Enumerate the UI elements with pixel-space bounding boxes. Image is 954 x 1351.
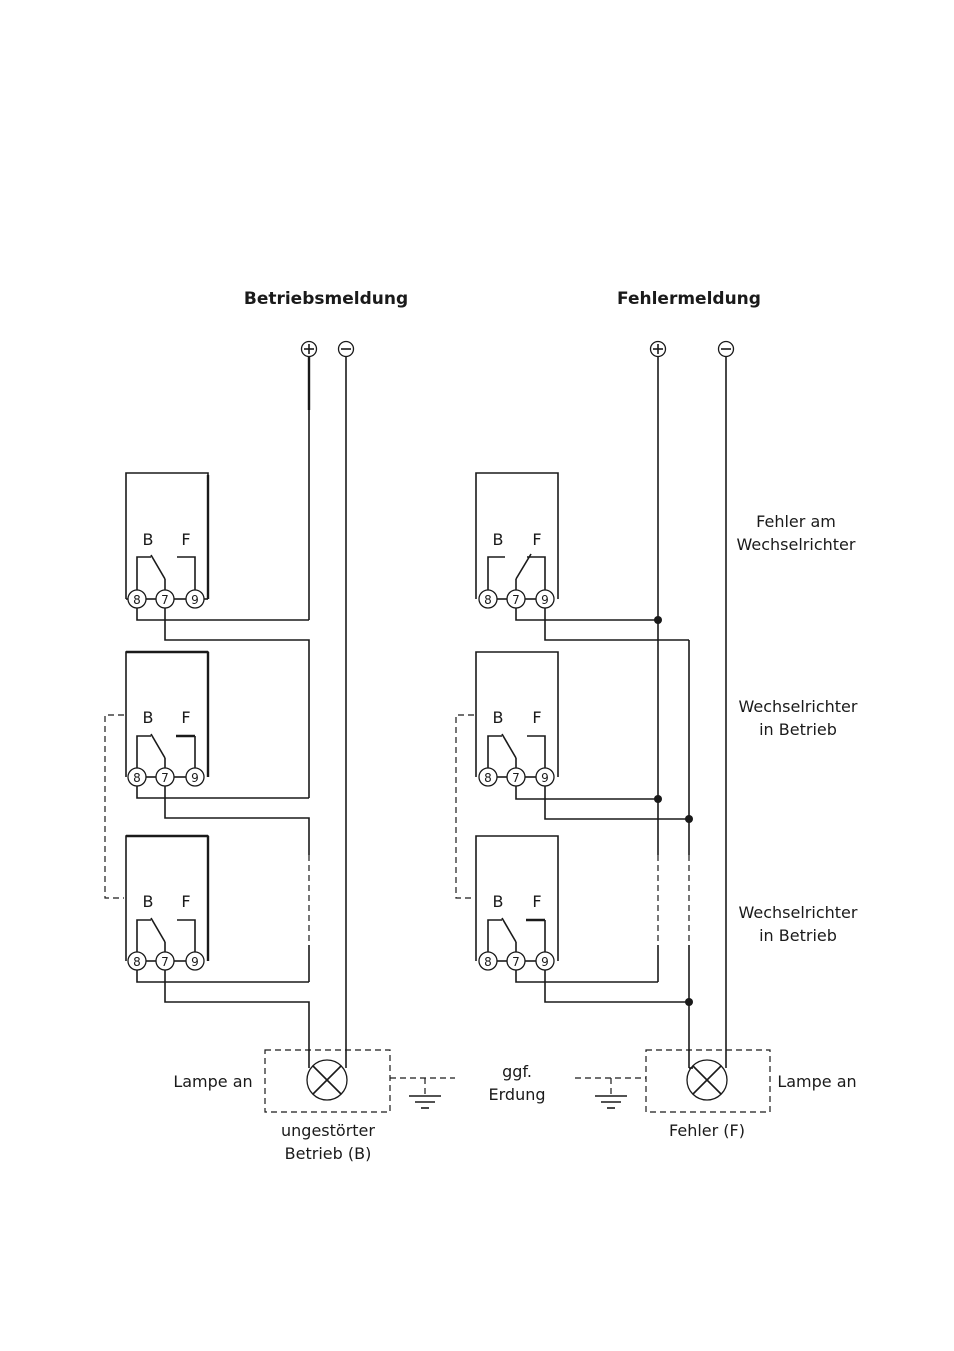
left-lamp-icon: [306, 1059, 348, 1101]
unit2-label-line2: in Betrieb: [759, 720, 837, 739]
terminal-7: 7: [161, 771, 169, 785]
switch-contact-b: [150, 917, 166, 943]
terminal-8: 8: [133, 955, 141, 969]
left-minus-terminal: [337, 340, 355, 358]
terminal-7: 7: [161, 955, 169, 969]
contact-label-f: F: [181, 892, 190, 911]
right-ground-icon: [595, 1078, 627, 1109]
unit1-label-line1: Fehler am: [756, 512, 836, 531]
left-lamp-label: Lampe an: [173, 1072, 252, 1091]
left-dashed-link: [104, 714, 124, 899]
right-circuit: B F 8 7 9 B F: [455, 340, 858, 1140]
right-lamp-label: Lampe an: [777, 1072, 856, 1091]
terminal-8: 8: [484, 593, 492, 607]
terminal-7: 7: [512, 955, 520, 969]
terminal-9: 9: [191, 955, 199, 969]
switch-contact-f: [515, 553, 532, 580]
switch-contact-b: [501, 917, 517, 943]
left-plus-terminal: [300, 340, 318, 358]
contact-label-f: F: [181, 708, 190, 727]
contact-label-f: F: [532, 530, 541, 549]
right-minus-terminal: [717, 340, 735, 358]
contact-label-f: F: [532, 708, 541, 727]
ground-label-line1: ggf.: [502, 1062, 532, 1081]
right-relay-unit-2: B F 8 7 9: [475, 651, 559, 787]
terminal-7: 7: [512, 771, 520, 785]
terminal-9: 9: [191, 771, 199, 785]
terminal-8: 8: [133, 771, 141, 785]
unit3-label-line2: in Betrieb: [759, 926, 837, 945]
unit1-label-line2: Wechselrichter: [737, 535, 856, 554]
right-plus-terminal: [649, 340, 667, 358]
contact-label-f: F: [532, 892, 541, 911]
terminal-7: 7: [161, 593, 169, 607]
right-lamp-icon: [686, 1059, 728, 1101]
right-relay-unit-3: B F 8 7 9: [475, 835, 559, 971]
ground-label-line2: Erdung: [489, 1085, 546, 1104]
title-betriebsmeldung: Betriebsmeldung: [244, 289, 408, 309]
right-lamp-box: [645, 1049, 771, 1113]
junction-dot: [654, 616, 662, 624]
left-relay-unit-3: B F 8 7 9: [125, 834, 210, 971]
contact-label-b: B: [493, 530, 504, 549]
junction-dot: [685, 815, 693, 823]
junction-dot: [685, 998, 693, 1006]
left-relay-unit-1: B F 8 7 9: [125, 472, 210, 609]
unit2-label-line1: Wechselrichter: [739, 697, 858, 716]
switch-contact-b: [501, 733, 517, 759]
contact-label-b: B: [143, 530, 154, 549]
right-dashed-link: [455, 714, 474, 899]
switch-contact-b: [150, 554, 166, 580]
junction-dot: [654, 795, 662, 803]
left-circuit: B F 8 7 9 B F: [104, 340, 455, 1163]
left-ground-icon: [409, 1078, 441, 1109]
terminal-8: 8: [484, 771, 492, 785]
right-lamp-caption: Fehler (F): [669, 1121, 745, 1140]
left-lamp-caption-2: Betrieb (B): [285, 1144, 372, 1163]
left-lamp-box: [264, 1049, 391, 1113]
title-fehlermeldung: Fehlermeldung: [617, 289, 761, 309]
contact-label-b: B: [143, 708, 154, 727]
terminal-7: 7: [512, 593, 520, 607]
contact-label-f: F: [181, 530, 190, 549]
left-relay-unit-2: B F 8 7 9: [125, 650, 210, 787]
terminal-8: 8: [484, 955, 492, 969]
right-relay-unit-1: B F 8 7 9: [475, 472, 559, 609]
unit3-label-line1: Wechselrichter: [739, 903, 858, 922]
contact-label-b: B: [143, 892, 154, 911]
terminal-8: 8: [133, 593, 141, 607]
terminal-9: 9: [191, 593, 199, 607]
contact-label-b: B: [493, 708, 504, 727]
switch-contact-b: [150, 733, 166, 759]
left-lamp-caption-1: ungestörter: [281, 1121, 375, 1140]
terminal-9: 9: [541, 955, 549, 969]
terminal-9: 9: [541, 771, 549, 785]
terminal-9: 9: [541, 593, 549, 607]
contact-label-b: B: [493, 892, 504, 911]
